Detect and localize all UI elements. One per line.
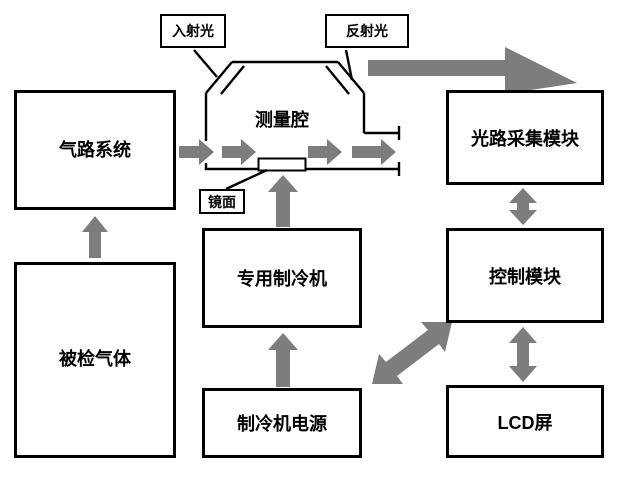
power-to-cooler-arrow — [268, 333, 298, 387]
node-reflected-light: 反射光 — [325, 14, 409, 48]
reflected-beam-line — [344, 49, 354, 81]
optical-control-double-arrow — [509, 188, 537, 225]
node-gas-system-label: 气路系统 — [59, 140, 131, 160]
node-cooler-label: 专用制冷机 — [237, 269, 327, 289]
node-reflected-light-label: 反射光 — [346, 23, 388, 39]
control-lcd-double-arrow — [509, 327, 537, 382]
node-cooler-power: 制冷机电源 — [202, 388, 362, 458]
node-mirror-label: 镜面 — [208, 193, 236, 210]
node-incident-light-label: 入射光 — [172, 23, 214, 39]
chamber-left-window-outer — [205, 61, 233, 94]
incident-beam-line — [193, 49, 218, 78]
node-sample-gas-label: 被检气体 — [59, 349, 131, 369]
beam-arrow-out-of-chamber — [352, 139, 396, 165]
node-mirror: 镜面 — [199, 189, 245, 214]
node-sample-gas: 被检气体 — [14, 262, 176, 458]
node-chamber-label: 测量腔 — [255, 110, 309, 130]
beam-arrow-chamber-2 — [308, 139, 342, 165]
node-cooler-power-label: 制冷机电源 — [237, 414, 327, 434]
reflected-light-to-optical-module-arrow — [368, 47, 577, 94]
node-optical-module: 光路采集模块 — [446, 90, 604, 185]
cooler-to-mirror-arrow — [268, 175, 298, 227]
chamber-outline — [193, 49, 401, 191]
node-incident-light: 入射光 — [160, 14, 226, 48]
mirror-surface — [257, 157, 307, 172]
node-control-module: 控制模块 — [446, 228, 604, 323]
chamber-left-window-inner — [220, 65, 245, 95]
beam-arrow-into-chamber — [179, 139, 214, 165]
node-gas-system: 气路系统 — [14, 90, 176, 210]
chamber-right-window-inner — [325, 65, 350, 95]
mirror-label-pointer — [225, 168, 268, 191]
node-lcd-label: LCD屏 — [497, 412, 553, 433]
node-control-module-label: 控制模块 — [489, 266, 561, 287]
node-lcd: LCD屏 — [446, 385, 604, 458]
power-control-diagonal-double-arrow — [372, 322, 452, 384]
gas-up-arrow-between-boxes — [82, 216, 108, 258]
node-cooler: 专用制冷机 — [202, 228, 362, 328]
beam-arrow-chamber-1 — [222, 139, 256, 165]
node-optical-module-label: 光路采集模块 — [471, 128, 579, 149]
